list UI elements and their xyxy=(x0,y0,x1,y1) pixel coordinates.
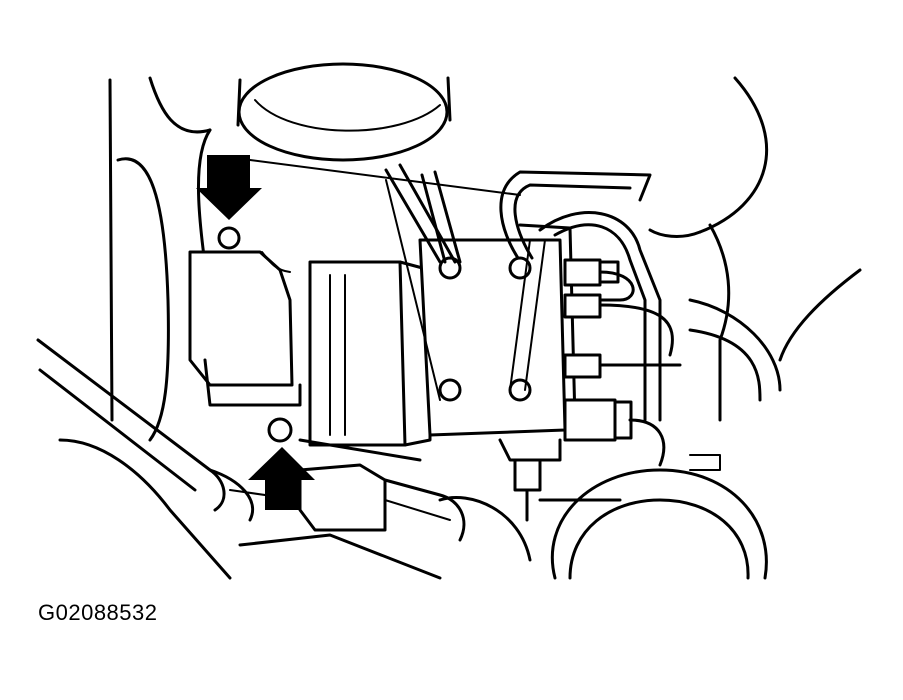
control-unit xyxy=(188,226,302,443)
round-cap xyxy=(550,454,768,580)
pump-motor xyxy=(298,260,432,462)
mounting-bracket xyxy=(498,438,622,522)
brake-lines xyxy=(249,159,682,467)
arrow-down xyxy=(196,155,262,220)
hydraulic-block xyxy=(418,223,633,442)
right-body xyxy=(648,76,862,422)
arrow-up xyxy=(248,447,315,510)
wire-harness xyxy=(208,463,532,580)
abs-actuator-diagram xyxy=(36,62,862,580)
reservoir-cylinder xyxy=(236,62,452,162)
figure-code: G02088532 xyxy=(38,600,158,625)
